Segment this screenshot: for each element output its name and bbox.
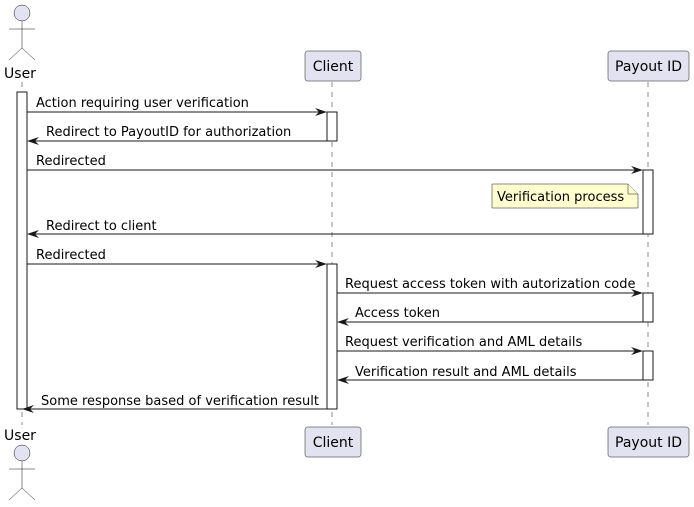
message-label-1: Action requiring user verification <box>36 96 249 111</box>
note-box <box>491 183 639 209</box>
message-label-7: Access token <box>355 306 440 321</box>
activation-payout-2 <box>642 292 654 323</box>
activation-payout-3 <box>642 350 654 381</box>
arrowhead-1 <box>315 108 327 116</box>
message-label-8: Request verification and AML details <box>345 335 583 350</box>
message-label-6: Request access token with autorization c… <box>345 277 635 292</box>
activation-user <box>16 91 28 410</box>
participant-payout-id-bottom <box>607 426 690 458</box>
actor-user-bottom-icon <box>8 444 36 501</box>
note-fold <box>627 184 638 195</box>
note-label: Verification process <box>497 190 624 205</box>
arrowhead-8 <box>631 347 643 355</box>
message-label-10: Some response based of verification resu… <box>41 394 319 409</box>
actor-user-top-label: User <box>4 66 36 82</box>
activation-client-1 <box>326 111 338 142</box>
arrowhead-4 <box>27 230 39 238</box>
arrowhead-5 <box>315 260 327 268</box>
participant-client-bottom-label: Client <box>313 435 354 451</box>
arrowhead-3 <box>631 166 643 174</box>
arrowhead-6 <box>631 289 643 297</box>
arrowhead-10 <box>22 405 34 413</box>
participant-client-top <box>304 50 362 82</box>
activation-client-2 <box>326 263 338 410</box>
actor-user-top-icon <box>8 4 36 61</box>
message-label-5: Redirected <box>36 248 106 263</box>
arrowhead-7 <box>337 318 349 326</box>
message-label-9: Verification result and AML details <box>355 365 577 380</box>
participant-payout-id-bottom-label: Payout ID <box>615 435 682 451</box>
message-label-4: Redirect to client <box>46 219 157 234</box>
message-label-2: Redirect to PayoutID for authorization <box>46 125 291 140</box>
participant-payout-id-top-label: Payout ID <box>615 59 682 75</box>
arrowhead-2 <box>27 137 39 145</box>
activation-payout-1 <box>642 169 654 235</box>
participant-client-bottom <box>304 426 362 458</box>
arrowhead-9 <box>337 376 349 384</box>
participant-client-top-label: Client <box>313 59 354 75</box>
actor-user-bottom-label: User <box>4 428 36 444</box>
message-label-3: Redirected <box>36 154 106 169</box>
participant-payout-id-top <box>607 50 690 82</box>
